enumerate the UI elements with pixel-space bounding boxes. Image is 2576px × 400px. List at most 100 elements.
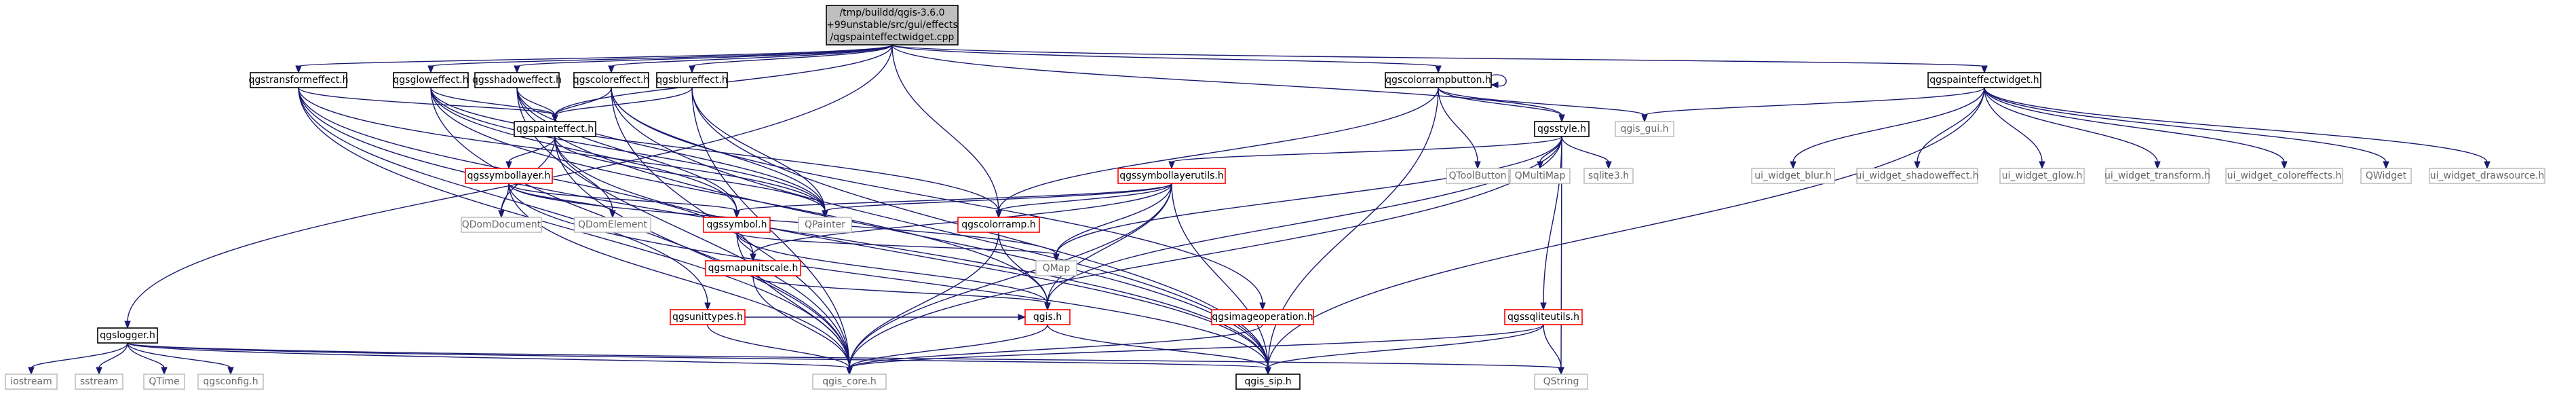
dependency-edge-qgsstyle-to-qmultimap (1537, 136, 1562, 170)
node-qgscolorramp[interactable]: qgscolorramp.h (957, 217, 1040, 233)
dependency-edge-qgspainteffect-to-qgis_core (554, 136, 853, 376)
node-qgscolorrampbutton[interactable]: qgscolorrampbutton.h (1385, 72, 1492, 88)
dependency-edge-root-to-qgsgloweffect (427, 44, 893, 74)
node-box (250, 72, 347, 88)
node-ui_color[interactable]: ui_widget_coloreffects.h (2225, 168, 2343, 184)
node-label: QMap (1043, 263, 1071, 274)
edge-arrowhead (498, 210, 505, 219)
node-qgsgloweffect[interactable]: qgsgloweffect.h (393, 72, 469, 88)
node-qtoolbutton[interactable]: QToolButton (1446, 168, 1510, 184)
node-ui_draw[interactable]: ui_widget_drawsource.h (2429, 168, 2545, 184)
node-qgspainteffect[interactable]: qgspainteffect.h (514, 121, 596, 137)
node-label: qgsunittypes.h (672, 312, 743, 323)
dependency-edge-qgspainteffectwidget-to-ui_draw (1984, 87, 2491, 170)
node-qgspainteffectwidget[interactable]: qgspainteffectwidget.h (1927, 72, 2041, 88)
node-qgis_sip[interactable]: qgis_sip.h (1235, 374, 1301, 390)
node-qgssymbollayer[interactable]: qgssymbollayer.h (465, 168, 553, 184)
edge-line (1438, 87, 1478, 163)
dependency-edge-qgspainteffectwidget-to-ui_transform (1984, 87, 2161, 170)
dependency-edge-qgssymbollayer-to-qdomdocument (498, 183, 510, 219)
node-qgscoloreffect[interactable]: qgscoloreffect.h (573, 72, 650, 88)
node-iostream[interactable]: iostream (5, 374, 58, 390)
node-qgsmapunitscale[interactable]: qgsmapunitscale.h (705, 260, 801, 276)
node-qgis_core[interactable]: qgis_core.h (812, 374, 887, 390)
node-qgssymbol[interactable]: qgssymbol.h (703, 217, 771, 233)
node-qgs_gui[interactable]: qgis_gui.h (1615, 121, 1674, 137)
node-box (474, 72, 560, 88)
node-box (812, 374, 887, 390)
node-sstream[interactable]: sstream (75, 374, 123, 390)
edge-line (752, 275, 1048, 304)
edge-line (298, 87, 708, 304)
node-box (1385, 72, 1492, 88)
dependency-edge-qgscolorramp-to-qgis_core (846, 232, 999, 376)
node-qgssqliteutils[interactable]: qgssqliteutils.h (1504, 309, 1583, 325)
node-qgslogger[interactable]: qgslogger.h (97, 327, 158, 344)
dependency-edge-qgssymbollayerutils-to-qpainter (822, 183, 1172, 219)
node-qdomelement[interactable]: QDomElement (574, 217, 651, 233)
edge-line (554, 87, 693, 116)
edge-arrowhead (704, 302, 711, 311)
edge-line (849, 324, 1263, 369)
node-box (957, 217, 1040, 233)
node-qdomdocument[interactable]: QDomDocument (461, 217, 542, 233)
edge-arrowhead (427, 65, 434, 74)
node-box (670, 309, 746, 325)
node-label: qgscoloreffect.h (573, 75, 650, 86)
node-box (1751, 168, 1835, 184)
node-ui_transform[interactable]: ui_widget_transform.h (2104, 168, 2210, 184)
node-qtime[interactable]: QTime (143, 374, 185, 390)
node-box (1534, 374, 1588, 390)
node-qmap[interactable]: QMap (1035, 260, 1077, 276)
edge-line (1267, 324, 1544, 369)
node-qgis[interactable]: qgis.h (1024, 309, 1071, 325)
dependency-edge-qgscolorrampbutton-to-qtoolbutton (1438, 87, 1481, 170)
edge-line (516, 87, 826, 212)
node-label: ui_widget_blur.h (1754, 170, 1831, 181)
edge-arrowhead (1490, 81, 1499, 88)
node-qgsstyle[interactable]: qgsstyle.h (1534, 121, 1590, 137)
node-root[interactable]: /tmp/buildd/qgis-3.6.0+99unstable/src/gu… (826, 5, 959, 46)
dependency-edge-root-to-qgsshadoweffect (514, 44, 893, 74)
dependency-edge-qgspainteffect-to-qgssymbollayer (505, 136, 556, 170)
dependency-edge-root-to-qgspainteffectwidget (891, 44, 1988, 74)
dependency-edge-qgsunittypes-to-qgis_core (707, 324, 853, 376)
edge-line (516, 44, 893, 67)
node-box (1583, 168, 1634, 184)
edge-line (430, 87, 999, 212)
dependency-edge-qgssymbol-to-qmap (736, 232, 1060, 262)
edge-line (998, 183, 1172, 212)
node-ui_blur[interactable]: ui_widget_blur.h (1751, 168, 1835, 184)
edge-arrowhead (2154, 161, 2161, 170)
edge-line (611, 87, 826, 212)
dependency-edge-qgspainteffectwidget-to-ui_shadow (1914, 87, 1985, 170)
dependency-edge-qgsshadoweffect-to-qpainter (516, 87, 828, 219)
node-qgsblureffect[interactable]: qgsblureffect.h (656, 72, 728, 88)
node-box (826, 5, 959, 46)
node-qmultimap[interactable]: QMultiMap (1510, 168, 1571, 184)
edge-arrowhead (846, 367, 853, 376)
dependency-edge-qgstransformeffect-to-qgsunittypes (298, 87, 711, 311)
node-qwidget[interactable]: QWidget (2360, 168, 2412, 184)
node-box (2225, 168, 2343, 184)
edge-arrowhead (2484, 161, 2491, 170)
edge-line (554, 87, 612, 116)
node-qgssymbollayerutils[interactable]: qgssymbollayerutils.h (1117, 168, 1226, 184)
node-qpainter[interactable]: QPainter (798, 217, 852, 233)
node-qstring[interactable]: QString (1534, 374, 1588, 390)
edge-arrowhead (28, 367, 35, 376)
node-ui_glow[interactable]: ui_widget_glow.h (1999, 168, 2085, 184)
node-qgsshadoweffect[interactable]: qgsshadoweffect.h (472, 72, 562, 88)
node-qgsunittypes[interactable]: qgsunittypes.h (670, 309, 746, 325)
node-ui_shadow[interactable]: ui_widget_shadoweffect.h (1856, 168, 1979, 184)
edge-arrowhead (1053, 253, 1060, 262)
node-box (798, 217, 852, 233)
edge-arrowhead (1474, 161, 1481, 170)
node-box (465, 168, 553, 184)
dependency-edge-qgsimageoperation-to-qgis_core (846, 324, 1263, 376)
node-qgsconfig[interactable]: qgsconfig.h (197, 374, 264, 390)
node-sqlite3[interactable]: sqlite3.h (1583, 168, 1634, 184)
node-qgsimageoperation[interactable]: qgsimageoperation.h (1211, 309, 1314, 325)
node-qgstransformeffect[interactable]: qgstransformeffect.h (248, 72, 349, 88)
edge-arrowhead (1914, 161, 1921, 170)
